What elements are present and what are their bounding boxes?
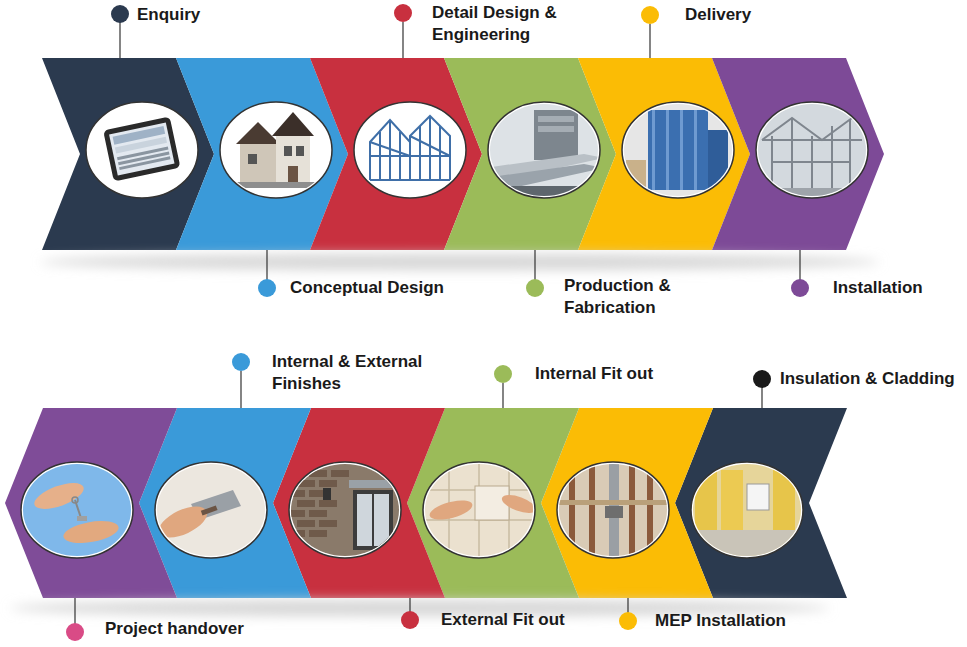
process-chevron: Conceptual Design [176, 58, 348, 250]
step-label: External Fit out [441, 609, 601, 631]
step-label: Insulation & Cladding [780, 368, 962, 390]
step-label: Delivery [685, 4, 805, 26]
process-chevron: Internal Fit out [407, 408, 579, 598]
step-label: Production & Fabrication [564, 275, 694, 319]
step-label: Conceptual Design [290, 277, 480, 299]
chevron-shape [712, 58, 884, 250]
process-chevron: Insulation & Cladding [675, 408, 847, 598]
process-chevron: Enquiry [42, 58, 214, 250]
process-chevron: Project handover [5, 408, 177, 598]
chevron-shape [5, 408, 177, 598]
process-chevron: Detail Design & Engineering [310, 58, 482, 250]
chevron-shape [310, 58, 482, 250]
chevron-shape [407, 408, 579, 598]
step-label: MEP Installation [655, 610, 825, 632]
chevron-shape [42, 58, 214, 250]
chevron-shape [541, 408, 713, 598]
process-chevron: MEP Installation [541, 408, 713, 598]
process-chevron: Delivery [578, 58, 750, 250]
chevron-shape [139, 408, 311, 598]
process-chevron: Internal & External Finishes [139, 408, 311, 598]
step-label: Internal & External Finishes [272, 351, 437, 395]
chevron-fill [5, 408, 177, 598]
process-chevron: Production & Fabrication [444, 58, 616, 250]
step-label: Detail Design & Engineering [432, 2, 582, 46]
process-chevron: Installation [712, 58, 884, 250]
step-label: Installation [833, 277, 958, 299]
chevron-shape [578, 58, 750, 250]
step-label: Internal Fit out [535, 363, 695, 385]
chevron-shape [675, 408, 847, 598]
chevron-shape [273, 408, 445, 598]
step-label: Enquiry [137, 4, 257, 26]
step-label: Project handover [105, 618, 275, 640]
chevron-shape [176, 58, 348, 250]
process-chevron: External Fit out [273, 408, 445, 598]
chevron-shape [444, 58, 616, 250]
chevron-fill [712, 58, 884, 250]
